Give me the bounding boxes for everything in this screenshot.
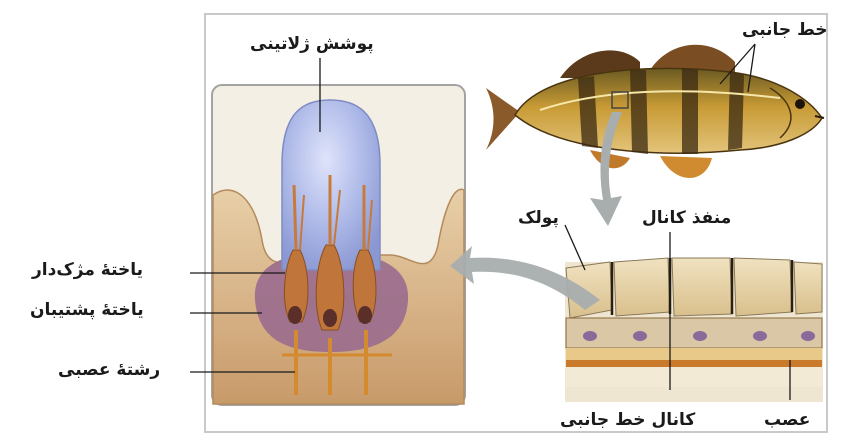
scales <box>566 258 822 318</box>
neuromast-panel <box>212 85 465 405</box>
label-nerve-fiber: رشتهٔ عصبی <box>58 362 160 379</box>
label-support-cell: یاختهٔ پشتیبان <box>30 302 144 319</box>
label-gelatinous-cover: پوشش ژلاتینی <box>250 36 374 53</box>
label-canal-opening: منفذ کانال <box>642 210 731 227</box>
nerve-band <box>566 360 822 367</box>
canal-section <box>565 258 823 402</box>
label-lateral-line-canal: کانال خط جانبی <box>560 412 695 429</box>
label-nerve: عصب <box>764 412 810 429</box>
label-lateral-line: خط جانبی <box>742 22 828 39</box>
label-ciliated-cell: یاختهٔ مژک‌دار <box>32 262 143 279</box>
lateral-line-canal-tube <box>566 318 822 348</box>
label-scale: پولک <box>518 210 559 227</box>
